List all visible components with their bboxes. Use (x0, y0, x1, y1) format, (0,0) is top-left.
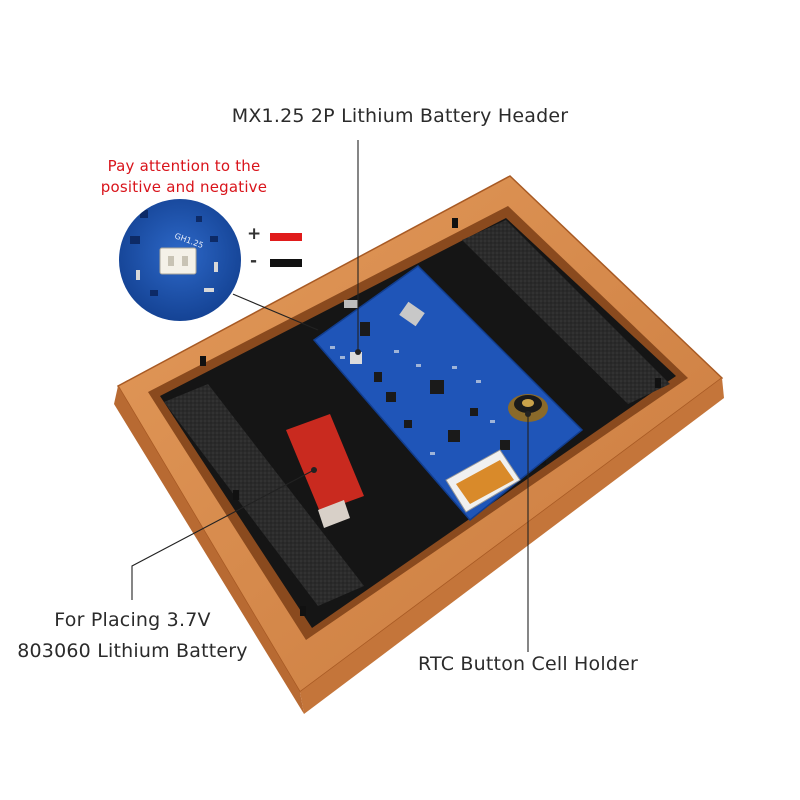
leader-lines (131, 140, 529, 652)
foam-strip-right (462, 220, 670, 404)
positive-wire-bar (270, 233, 302, 241)
battery-adhesive-tab (286, 414, 364, 528)
battery-placement-label: For Placing 3.7V 803060 Lithium Battery (0, 605, 265, 667)
polarity-note: Pay attention to the positive and negati… (100, 157, 268, 196)
fpc-connector (445, 449, 521, 513)
rtc-holder-label: RTC Button Cell Holder (418, 653, 639, 675)
foam-strip-left (164, 384, 364, 606)
pcb-board (312, 265, 584, 522)
connector-inset: GH1.25 (117, 197, 243, 323)
leader-dots (311, 349, 531, 473)
battery-placement-line2: 803060 Lithium Battery (17, 640, 248, 662)
battery-placement-line1: For Placing 3.7V (54, 609, 211, 631)
positive-sign: + (247, 224, 262, 244)
negative-wire-bar (270, 259, 302, 267)
rtc-cell-holder (508, 394, 548, 422)
battery-header-label: MX1.25 2P Lithium Battery Header (231, 105, 569, 127)
negative-sign: - (250, 251, 258, 271)
